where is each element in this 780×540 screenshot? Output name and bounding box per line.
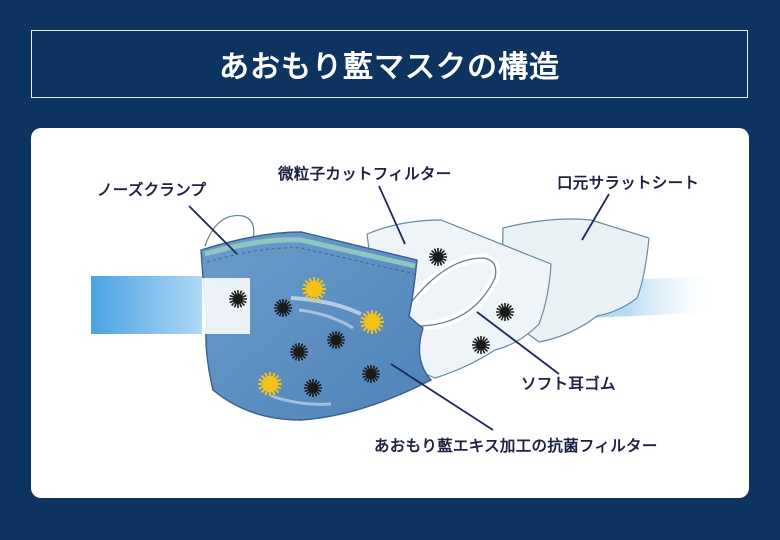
germ-particle-icon: [228, 289, 248, 309]
germ-particle-icon: [303, 378, 323, 398]
label-mouth-sheet: 口元サラットシート: [557, 174, 700, 192]
mask-structure-diagram: [91, 185, 721, 431]
pollen-particle-icon: [301, 276, 327, 302]
label-antibacterial-filter: あおもり藍エキス加工の抗菌フィルター: [374, 437, 658, 455]
germ-particle-icon: [361, 364, 381, 384]
title-banner: あおもり藍マスクの構造: [31, 30, 748, 98]
label-particle-filter: 微粒子カットフィルター: [278, 165, 452, 183]
label-nose-clamp: ノーズクランプ: [97, 181, 207, 199]
germ-particle-icon: [495, 302, 515, 322]
germ-particle-icon: [289, 342, 309, 362]
mask-structure-card: ノーズクランプ 微粒子カットフィルター 口元サラットシート ソフト耳ゴム あおも…: [31, 128, 749, 498]
germ-particle-icon: [326, 330, 346, 350]
pollen-particle-icon: [257, 371, 283, 397]
page-title: あおもり藍マスクの構造: [219, 50, 560, 85]
germ-particle-icon: [471, 335, 491, 355]
pollen-particle-icon: [359, 309, 385, 335]
germ-particle-icon: [428, 247, 448, 267]
leader-lines: [188, 185, 610, 431]
germ-particle-icon: [273, 298, 293, 318]
nose-clamp: [204, 237, 416, 269]
label-ear-loop: ソフト耳ゴム: [521, 375, 616, 393]
